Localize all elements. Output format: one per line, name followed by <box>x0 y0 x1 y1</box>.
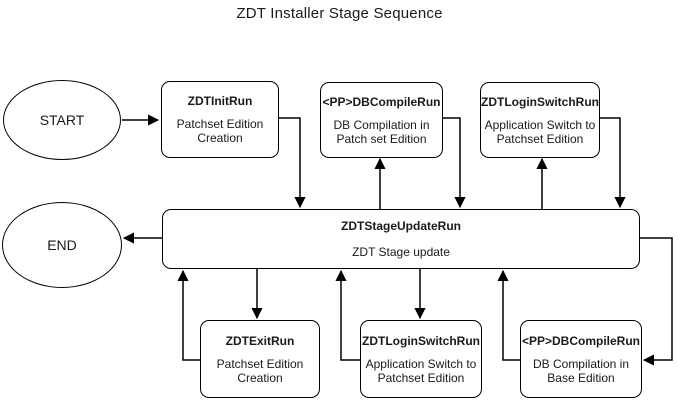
node-pp-db-compile-run-top[interactable]: <PP>DBCompileRun DB Compilation in Patch… <box>320 82 443 158</box>
node-subtitle: ZDT Stage update <box>352 245 450 259</box>
node-subtitle: DB Compilation in Base Edition <box>532 356 630 385</box>
node-zdt-login-switch-run-bottom[interactable]: ZDTLoginSwitchRun Application Switch to … <box>360 320 482 398</box>
node-title: ZDTLoginSwitchRun <box>481 94 599 109</box>
node-title: ZDTLoginSwitchRun <box>362 333 480 348</box>
node-subtitle: Application Switch to Patchset Edition <box>365 356 477 385</box>
edge-loginswitch-top-to-stageupdate <box>600 117 626 209</box>
node-subtitle: DB Compilation in Patch set Edition <box>333 117 430 146</box>
edge-dbcompile-top-to-stageupdate <box>443 117 466 209</box>
edge-stageupdate-to-dbcompile-bottom <box>640 237 673 366</box>
end-node[interactable]: END <box>2 202 122 288</box>
diagram-title: ZDT Installer Stage Sequence <box>236 5 443 22</box>
node-title: ZDTExitRun <box>225 333 295 348</box>
node-subtitle: Application Switch to Patchset Edition <box>484 117 596 146</box>
node-subtitle: Patchset Edition Creation <box>176 117 264 145</box>
node-zdt-exit-run[interactable]: ZDTExitRun Patchset Edition Creation <box>200 320 320 398</box>
node-zdt-login-switch-run-top[interactable]: ZDTLoginSwitchRun Application Switch to … <box>480 82 600 158</box>
node-zdt-stage-update-run[interactable]: ZDTStageUpdateRun ZDT Stage update <box>162 209 640 269</box>
start-label: START <box>39 112 85 128</box>
node-title: <PP>DBCompileRun <box>322 94 441 109</box>
node-subtitle: Patchset Edition Creation <box>216 356 304 385</box>
edge-dbcompile-bottom-to-stageupdate <box>497 269 520 361</box>
edge-loginswitch-bottom-to-stageupdate <box>335 269 360 361</box>
start-node[interactable]: START <box>3 80 121 160</box>
edge-exit-to-stageupdate <box>177 269 200 361</box>
edge-init-to-stageupdate <box>279 117 306 209</box>
node-zdt-init-run[interactable]: ZDTInitRun Patchset Edition Creation <box>161 81 279 158</box>
node-title: <PP>DBCompileRun <box>521 333 641 348</box>
node-title: ZDTStageUpdateRun <box>341 219 461 233</box>
node-pp-db-compile-run-bottom[interactable]: <PP>DBCompileRun DB Compilation in Base … <box>520 320 642 398</box>
node-title: ZDTInitRun <box>187 94 253 108</box>
end-label: END <box>47 237 77 253</box>
